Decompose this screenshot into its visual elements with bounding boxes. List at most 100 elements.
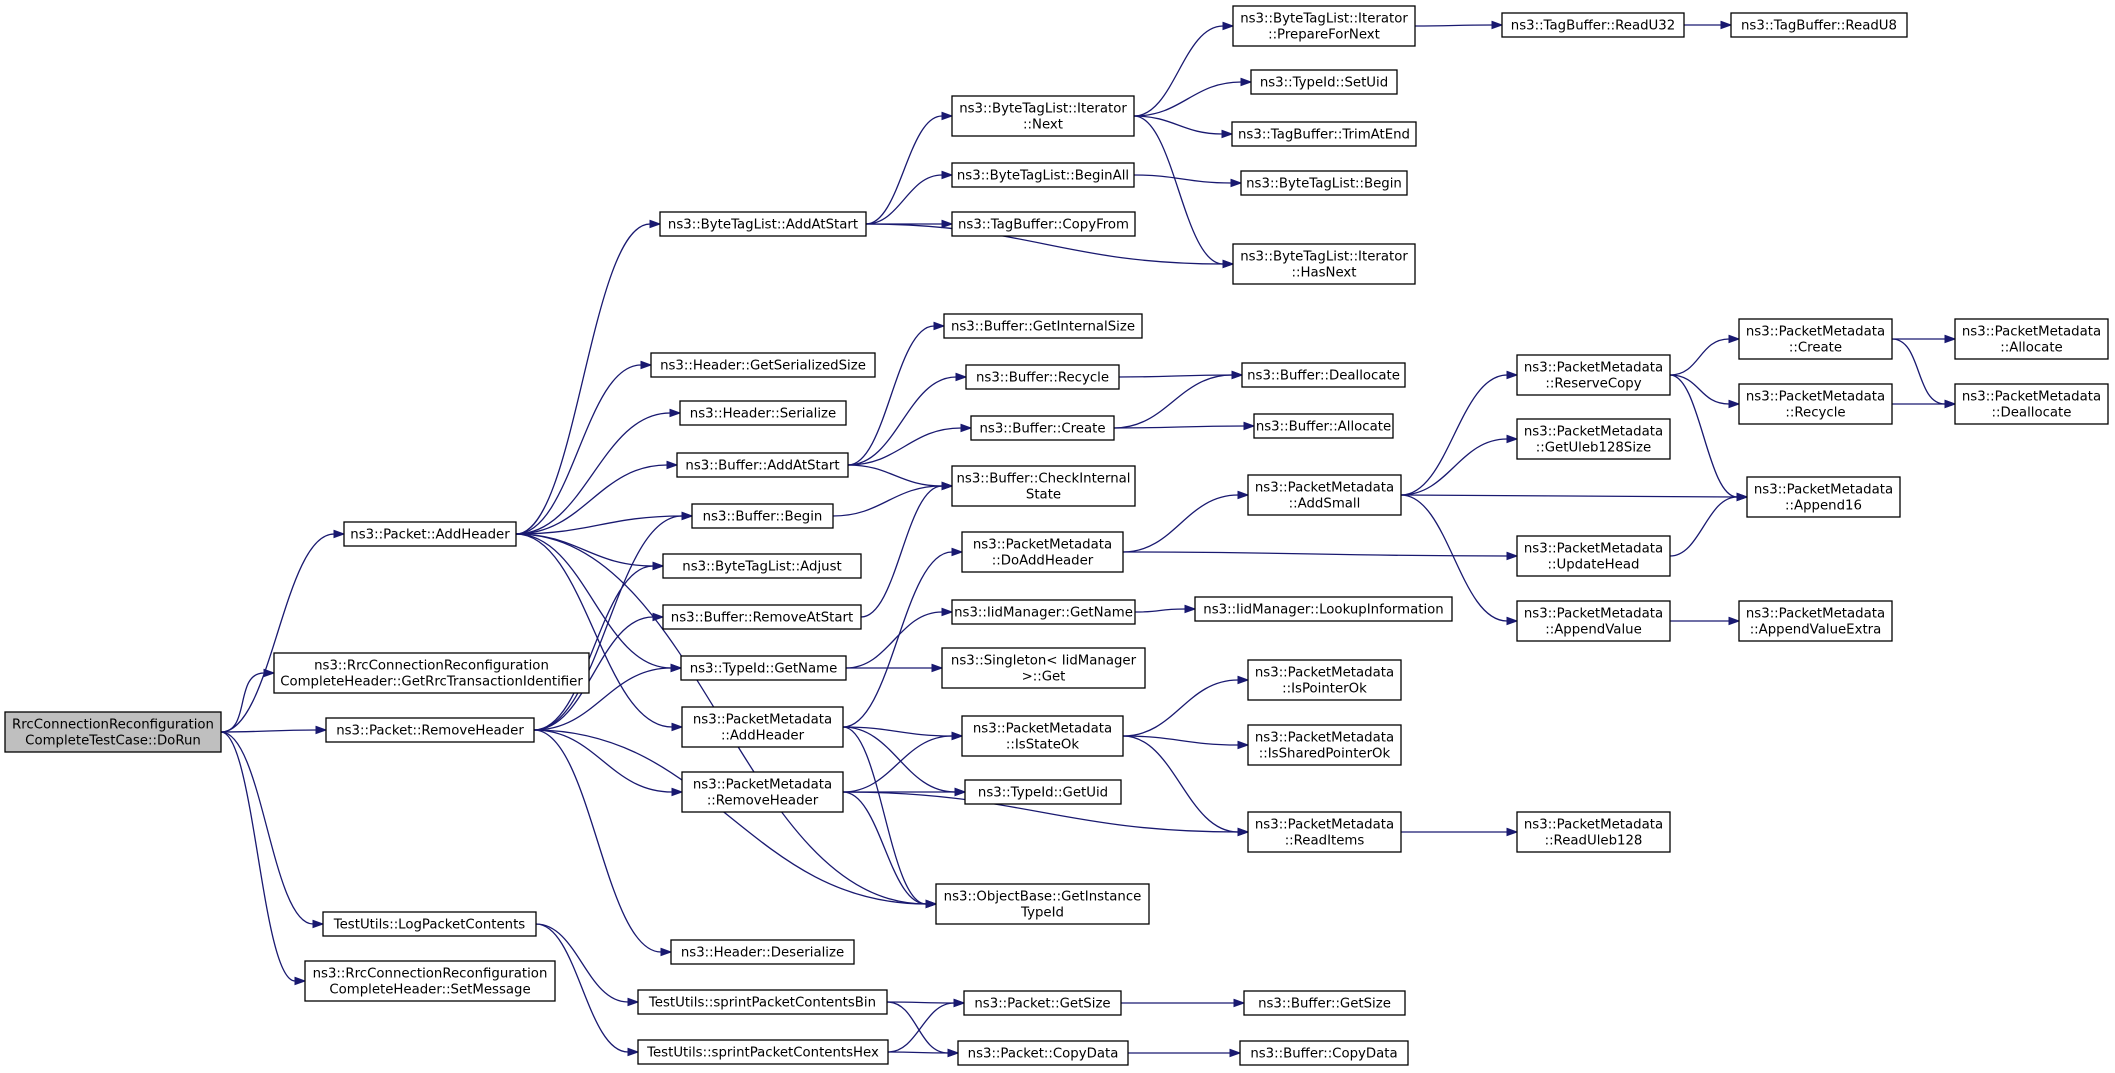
node-iid-getname[interactable]: ns3::IidManager::GetName bbox=[951, 599, 1136, 625]
node-box bbox=[1954, 383, 2109, 425]
edge-packet-removeheader-to-btl-adjust bbox=[533, 561, 665, 731]
node-label: ::DoAddHeader bbox=[992, 554, 1094, 569]
node-tagbuffer-copyfrom[interactable]: ns3::TagBuffer::CopyFrom bbox=[951, 211, 1136, 237]
node-box bbox=[1247, 724, 1402, 766]
node-buffer-begin[interactable]: ns3::Buffer::Begin bbox=[691, 503, 834, 529]
node-packet-getsize[interactable]: ns3::Packet::GetSize bbox=[963, 990, 1122, 1016]
node-buffer-recycle[interactable]: ns3::Buffer::Recycle bbox=[965, 364, 1120, 390]
node-pm-create[interactable]: ns3::PacketMetadata::Create bbox=[1738, 318, 1893, 360]
node-box bbox=[970, 415, 1115, 441]
node-root[interactable]: RrcConnectionReconfigurationCompleteTest… bbox=[4, 711, 222, 753]
node-label: ::Append16 bbox=[1785, 499, 1862, 514]
node-pm-recycle[interactable]: ns3::PacketMetadata::Recycle bbox=[1738, 383, 1893, 425]
node-box bbox=[670, 939, 855, 965]
node-buffer-copydata[interactable]: ns3::Buffer::CopyData bbox=[1239, 1040, 1409, 1066]
node-pm-readuleb128[interactable]: ns3::PacketMetadata::ReadUleb128 bbox=[1516, 811, 1671, 853]
node-pm-appendvalueextra[interactable]: ns3::PacketMetadata::AppendValueExtra bbox=[1738, 600, 1893, 642]
node-label: ns3::Buffer::GetInternalSize bbox=[951, 320, 1135, 335]
node-iid-lookupinfo[interactable]: ns3::IidManager::LookupInformation bbox=[1194, 596, 1453, 622]
node-label: ns3::PacketMetadata bbox=[1962, 390, 2101, 405]
node-buffer-addatstart[interactable]: ns3::Buffer::AddAtStart bbox=[676, 452, 849, 478]
node-typeid-getuid[interactable]: ns3::TypeId::GetUid bbox=[964, 779, 1122, 805]
node-header-serialize[interactable]: ns3::Header::Serialize bbox=[679, 400, 847, 426]
node-label: ns3::TypeId::SetUid bbox=[1260, 76, 1388, 91]
node-box bbox=[951, 162, 1135, 188]
node-sprint-bin[interactable]: TestUtils::sprintPacketContentsBin bbox=[637, 989, 888, 1015]
node-pm-ispointerok[interactable]: ns3::PacketMetadata::IsPointerOk bbox=[1247, 659, 1402, 701]
node-typeid-setuid[interactable]: ns3::TypeId::SetUid bbox=[1250, 69, 1398, 95]
node-box bbox=[1516, 811, 1671, 853]
edge-pm-readitems-to-pm-readuleb128 bbox=[1400, 827, 1519, 837]
edge-pm-removeheader-to-pm-isstateok bbox=[842, 731, 964, 793]
node-pm-appendvalue[interactable]: ns3::PacketMetadata::AppendValue bbox=[1516, 600, 1671, 642]
node-btl-adjust[interactable]: ns3::ByteTagList::Adjust bbox=[662, 553, 862, 579]
node-label: ns3::Singleton< IidManager bbox=[951, 654, 1137, 669]
node-buffer-allocate[interactable]: ns3::Buffer::Allocate bbox=[1253, 413, 1394, 439]
node-setmessage[interactable]: ns3::RrcConnectionReconfigurationComplet… bbox=[304, 960, 556, 1002]
edge-buffer-addatstart-to-buffer-getinternalsize bbox=[847, 321, 946, 466]
node-pm-issharedpointerok[interactable]: ns3::PacketMetadata::IsSharedPointerOk bbox=[1247, 724, 1402, 766]
node-logpacket[interactable]: TestUtils::LogPacketContents bbox=[322, 911, 537, 937]
node-header-deserialize[interactable]: ns3::Header::Deserialize bbox=[670, 939, 855, 965]
node-btl-addatstart[interactable]: ns3::ByteTagList::AddAtStart bbox=[659, 211, 867, 237]
node-label: CompleteHeader::SetMessage bbox=[329, 983, 530, 998]
node-btl-iter-hasnext[interactable]: ns3::ByteTagList::Iterator::HasNext bbox=[1232, 243, 1416, 285]
node-label: ::Create bbox=[1789, 341, 1842, 356]
node-box bbox=[637, 989, 888, 1015]
node-pm-isstateok[interactable]: ns3::PacketMetadata::IsStateOk bbox=[961, 715, 1124, 757]
node-label: ns3::ObjectBase::GetInstance bbox=[944, 890, 1142, 905]
node-packet-copydata[interactable]: ns3::Packet::CopyData bbox=[957, 1040, 1129, 1066]
node-getrrc[interactable]: ns3::RrcConnectionReconfigurationComplet… bbox=[273, 652, 590, 694]
node-box bbox=[943, 313, 1143, 339]
node-btl-begin[interactable]: ns3::ByteTagList::Begin bbox=[1240, 170, 1408, 196]
edge-packet-getsize-to-buffer-getsize bbox=[1121, 998, 1246, 1008]
node-packet-removeheader[interactable]: ns3::Packet::RemoveHeader bbox=[325, 717, 535, 743]
node-label: ns3::Buffer::Deallocate bbox=[1247, 369, 1400, 384]
node-sprint-hex[interactable]: TestUtils::sprintPacketContentsHex bbox=[637, 1039, 889, 1065]
node-box bbox=[951, 211, 1136, 237]
node-buffer-create[interactable]: ns3::Buffer::Create bbox=[970, 415, 1115, 441]
node-btl-beginall[interactable]: ns3::ByteTagList::BeginAll bbox=[951, 162, 1135, 188]
node-buffer-getinternalsize[interactable]: ns3::Buffer::GetInternalSize bbox=[943, 313, 1143, 339]
node-pm-allocate[interactable]: ns3::PacketMetadata::Allocate bbox=[1954, 318, 2109, 360]
node-tagbuffer-trimatend[interactable]: ns3::TagBuffer::TrimAtEnd bbox=[1231, 121, 1417, 147]
edge-packet-addheader-to-header-getsersize bbox=[515, 360, 653, 535]
node-box bbox=[1231, 121, 1417, 147]
node-header-getsersize[interactable]: ns3::Header::GetSerializedSize bbox=[650, 352, 876, 378]
node-pm-reservecopy[interactable]: ns3::PacketMetadata::ReserveCopy bbox=[1516, 354, 1671, 396]
node-buffer-deallocate[interactable]: ns3::Buffer::Deallocate bbox=[1241, 362, 1406, 388]
node-label: >::Get bbox=[1022, 670, 1066, 685]
node-pm-addheader[interactable]: ns3::PacketMetadata::AddHeader bbox=[681, 706, 844, 748]
node-tagbuffer-readu32[interactable]: ns3::TagBuffer::ReadU32 bbox=[1501, 12, 1685, 38]
node-box bbox=[1516, 535, 1671, 577]
node-btl-iter-preparefornext[interactable]: ns3::ByteTagList::Iterator::PrepareForNe… bbox=[1232, 5, 1416, 47]
node-pm-deallocate[interactable]: ns3::PacketMetadata::Deallocate bbox=[1954, 383, 2109, 425]
node-packet-addheader[interactable]: ns3::Packet::AddHeader bbox=[343, 521, 517, 547]
node-singleton-get[interactable]: ns3::Singleton< IidManager>::Get bbox=[941, 647, 1146, 689]
node-buffer-removeatstart[interactable]: ns3::Buffer::RemoveAtStart bbox=[662, 604, 862, 630]
node-buffer-getsize[interactable]: ns3::Buffer::GetSize bbox=[1243, 990, 1406, 1016]
node-pm-append16[interactable]: ns3::PacketMetadata::Append16 bbox=[1746, 476, 1901, 518]
node-tagbuffer-readu8[interactable]: ns3::TagBuffer::ReadU8 bbox=[1730, 12, 1908, 38]
node-pm-doaddheader[interactable]: ns3::PacketMetadata::DoAddHeader bbox=[961, 531, 1124, 573]
node-btl-iter-next[interactable]: ns3::ByteTagList::Iterator::Next bbox=[951, 95, 1135, 137]
edge-pm-recycle-to-pm-deallocate bbox=[1891, 399, 1957, 409]
node-pm-readitems[interactable]: ns3::PacketMetadata::ReadItems bbox=[1247, 811, 1402, 853]
node-pm-addsmall[interactable]: ns3::PacketMetadata::AddSmall bbox=[1247, 474, 1402, 516]
node-label: ns3::PacketMetadata bbox=[1754, 483, 1893, 498]
node-pm-getuleb128size[interactable]: ns3::PacketMetadata::GetUleb128Size bbox=[1516, 418, 1671, 460]
node-pm-updatehead[interactable]: ns3::PacketMetadata::UpdateHead bbox=[1516, 535, 1671, 577]
node-label: ns3::TagBuffer::ReadU8 bbox=[1741, 19, 1897, 34]
node-box bbox=[325, 717, 535, 743]
node-box bbox=[1738, 318, 1893, 360]
edges-layer bbox=[220, 20, 1957, 1058]
node-pm-removeheader[interactable]: ns3::PacketMetadata::RemoveHeader bbox=[681, 771, 844, 813]
node-label: ns3::PacketMetadata bbox=[1524, 361, 1663, 376]
node-box bbox=[935, 883, 1150, 925]
node-label: ns3::TagBuffer::TrimAtEnd bbox=[1238, 128, 1410, 143]
node-label: ns3::ByteTagList::Iterator bbox=[1240, 12, 1408, 27]
node-label: ns3::IidManager::LookupInformation bbox=[1203, 603, 1443, 618]
node-typeid-getname[interactable]: ns3::TypeId::GetName bbox=[680, 655, 847, 681]
